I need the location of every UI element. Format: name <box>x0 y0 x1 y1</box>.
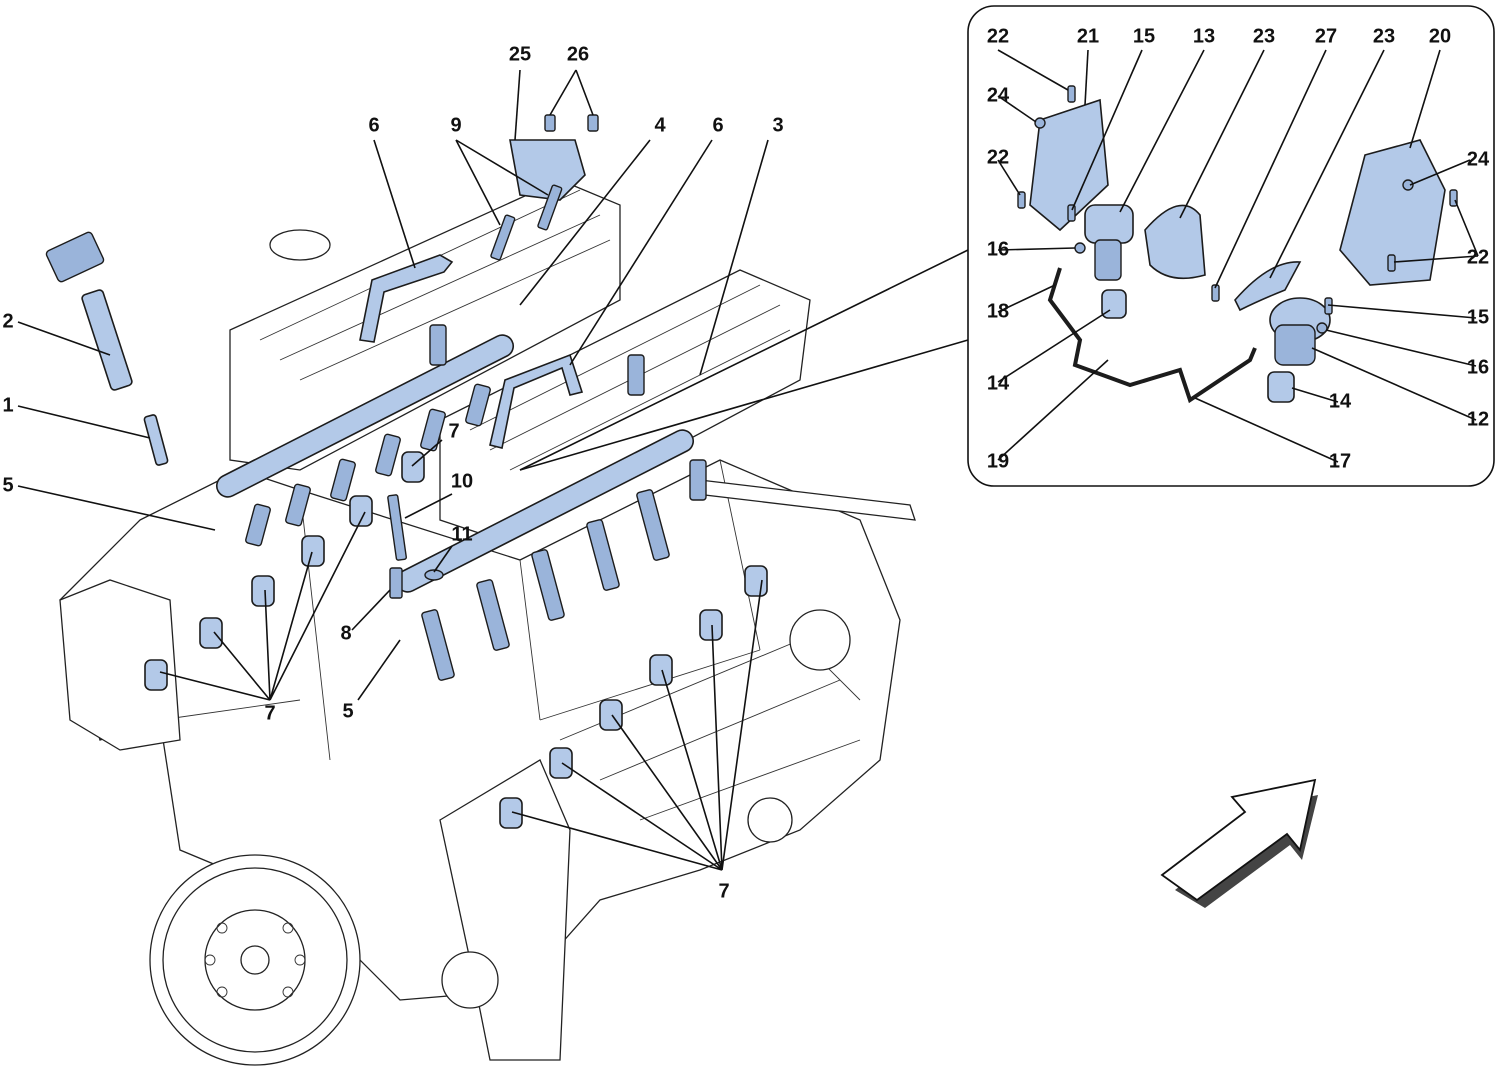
callout-22-right: 22 <box>1467 246 1489 268</box>
callout-3: 3 <box>772 114 783 136</box>
washer-24b <box>1402 179 1414 191</box>
fuel-pipe-left <box>359 254 454 343</box>
callouts: 1 2 3 4 5 5 6 6 7 7 7 8 9 10 11 25 26 22… <box>2 25 1490 902</box>
callout-22-top: 22 <box>987 25 1009 47</box>
heat-shield-left <box>1029 98 1109 232</box>
callout-16-right: 16 <box>1467 356 1489 378</box>
washer-11 <box>424 569 444 581</box>
screw-22d <box>1387 254 1396 272</box>
bolt-9a <box>490 214 516 261</box>
callout-27: 27 <box>1315 25 1337 47</box>
callout-7-right: 7 <box>718 880 729 902</box>
callout-24-right: 24 <box>1467 148 1490 170</box>
callout-4: 4 <box>654 114 666 136</box>
callout-23-b: 23 <box>1373 25 1395 47</box>
callout-23-a: 23 <box>1253 25 1275 47</box>
callout-7-upper: 7 <box>448 420 459 442</box>
bolt-10 <box>387 494 407 561</box>
washer-16b <box>1316 322 1328 334</box>
callout-20: 20 <box>1429 25 1451 47</box>
screw-8 <box>389 567 403 599</box>
injectors-right <box>421 354 707 681</box>
main-parts <box>45 114 768 829</box>
screw-27 <box>1211 284 1220 302</box>
spark-plug <box>143 414 169 466</box>
callout-18: 18 <box>987 300 1009 322</box>
callout-16-left: 16 <box>987 238 1009 260</box>
callout-15-right: 15 <box>1467 306 1489 328</box>
engine-outline <box>59 179 916 1066</box>
callout-10: 10 <box>451 470 473 492</box>
callout-24-left: 24 <box>987 84 1010 106</box>
shield-23a <box>1144 204 1206 280</box>
pump-12 <box>1267 297 1331 403</box>
callout-13: 13 <box>1193 25 1215 47</box>
fuel-rail-left <box>215 334 515 498</box>
spacers <box>144 451 768 829</box>
callout-1: 1 <box>2 394 13 416</box>
callout-17: 17 <box>1329 450 1351 472</box>
screw-22a <box>1067 85 1076 103</box>
callout-14-right: 14 <box>1329 390 1352 412</box>
ignition-coil <box>45 231 133 391</box>
callout-11: 11 <box>451 523 472 545</box>
shield-23b <box>1234 261 1302 312</box>
leader-lines <box>17 49 1479 871</box>
callout-19: 19 <box>987 450 1009 472</box>
screw-26b <box>587 114 599 132</box>
callout-15-top: 15 <box>1133 25 1155 47</box>
callout-6-right: 6 <box>712 114 723 136</box>
callout-2: 2 <box>2 310 13 332</box>
callout-25: 25 <box>509 43 531 65</box>
callout-12: 12 <box>1467 408 1489 430</box>
heat-shield-right <box>1339 139 1446 286</box>
callout-26: 26 <box>567 43 589 65</box>
callout-5-right: 5 <box>342 700 353 722</box>
detail-inset <box>519 5 1495 487</box>
screw-22b <box>1017 191 1026 209</box>
direction-arrow-icon <box>1160 778 1318 908</box>
injectors-left <box>245 324 491 547</box>
callout-7-left: 7 <box>264 702 275 724</box>
washer-16a <box>1074 242 1086 254</box>
callout-5-left: 5 <box>2 474 13 496</box>
callout-14-left: 14 <box>987 372 1010 394</box>
callout-6-left: 6 <box>368 114 379 136</box>
washer-24a <box>1034 117 1046 129</box>
callout-9: 9 <box>450 114 461 136</box>
fuel-pipe-right <box>489 353 584 449</box>
callout-22-left: 22 <box>987 146 1009 168</box>
callout-8: 8 <box>340 622 351 644</box>
callout-21: 21 <box>1077 25 1099 47</box>
screw-26a <box>544 114 556 132</box>
bolt-9b <box>537 184 563 231</box>
pump-13 <box>1084 204 1134 319</box>
bracket <box>509 139 586 201</box>
